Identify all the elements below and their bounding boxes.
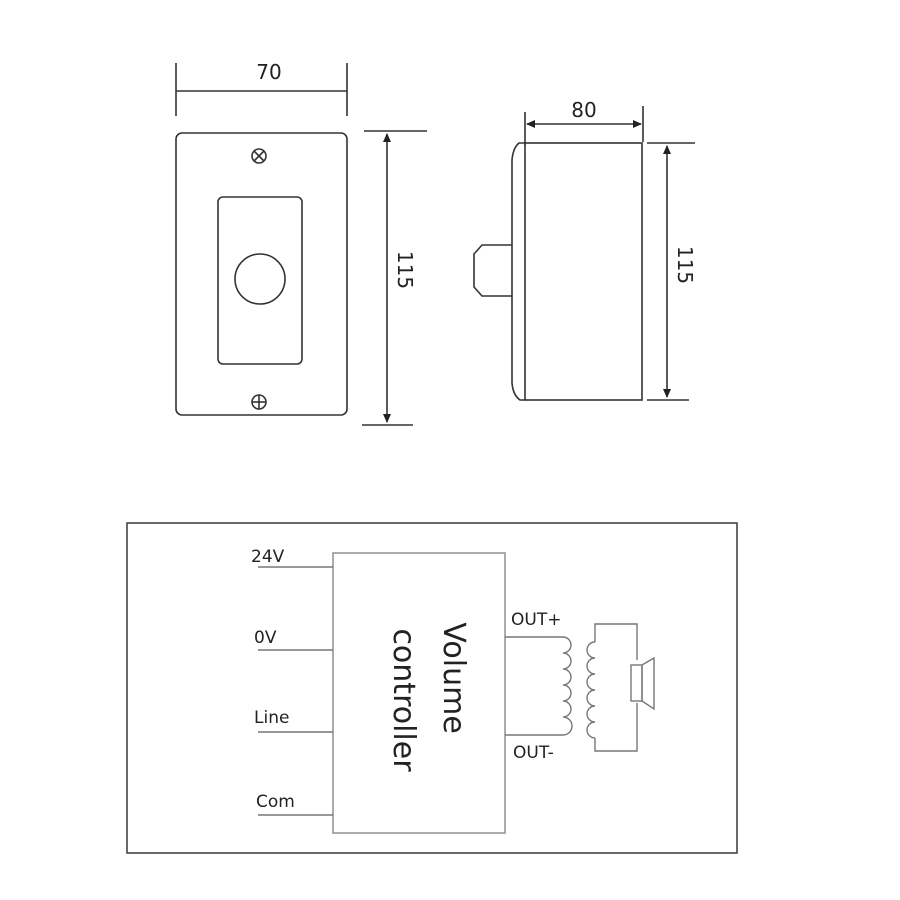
side-view bbox=[473, 106, 695, 401]
output-label-minus: OUT- bbox=[513, 743, 554, 763]
wiring-frame bbox=[126, 522, 738, 854]
block-title-line1: Volume bbox=[436, 622, 471, 734]
screw-top-icon bbox=[251, 148, 267, 164]
speaker-icon bbox=[630, 656, 655, 711]
input-label-24v: 24V bbox=[251, 547, 285, 567]
transformer-primary-icon bbox=[562, 636, 573, 736]
screw-bottom-icon bbox=[251, 394, 267, 410]
knob-stem bbox=[473, 244, 512, 297]
output-label-plus: OUT+ bbox=[511, 610, 561, 630]
block-title-line2: controller bbox=[386, 628, 421, 772]
wiring-diagram bbox=[126, 522, 738, 854]
front-width-label: 70 bbox=[256, 60, 281, 84]
transformer-secondary-icon bbox=[586, 641, 596, 739]
side-height-label: 115 bbox=[673, 246, 697, 284]
side-depth-label: 80 bbox=[571, 98, 596, 122]
knob-frame bbox=[217, 196, 303, 365]
wall-plate bbox=[175, 132, 348, 416]
input-label-line: Line bbox=[254, 708, 289, 728]
secondary-wire-top bbox=[594, 623, 638, 660]
input-label-com: Com bbox=[256, 792, 295, 812]
front-height-label: 115 bbox=[393, 251, 417, 289]
secondary-wire-bottom bbox=[594, 703, 638, 752]
input-label-0v: 0V bbox=[254, 628, 277, 648]
volume-knob bbox=[234, 253, 286, 305]
front-view bbox=[175, 63, 427, 426]
volume-controller-block bbox=[332, 552, 506, 834]
enclosure-body bbox=[524, 142, 643, 401]
faceplate-edge bbox=[511, 142, 525, 401]
